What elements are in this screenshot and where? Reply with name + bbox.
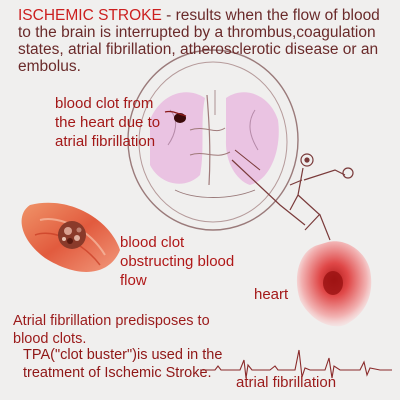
label-atrial-fibrillation: atrial fibrillation bbox=[236, 374, 337, 391]
clot-path-line bbox=[234, 149, 261, 171]
clot-path-arrow bbox=[231, 159, 306, 226]
heart-illustration bbox=[296, 241, 372, 327]
diagram-title: ISCHEMIC STROKE - results when the flow … bbox=[18, 7, 396, 75]
label-heart: heart bbox=[254, 286, 289, 303]
brain-clot bbox=[164, 110, 187, 123]
brain-sketch bbox=[127, 49, 299, 231]
label-clot-from-heart: blood clot from the heart due to atrial … bbox=[55, 95, 161, 150]
label-afib-predisposes: Atrial fibrillation predisposes to blood… bbox=[13, 313, 210, 347]
label-tpa: TPA("clot buster")is used in the treatme… bbox=[23, 347, 223, 381]
stick-figure bbox=[289, 153, 354, 241]
label-clot-obstructing: blood clot obstructing blood flow bbox=[120, 234, 235, 289]
title-description: - results when the flow of blood to the … bbox=[18, 7, 380, 75]
ecg-trace bbox=[200, 349, 392, 379]
title-prefix: ISCHEMIC STROKE bbox=[18, 7, 162, 24]
vessel-clot bbox=[21, 202, 120, 272]
